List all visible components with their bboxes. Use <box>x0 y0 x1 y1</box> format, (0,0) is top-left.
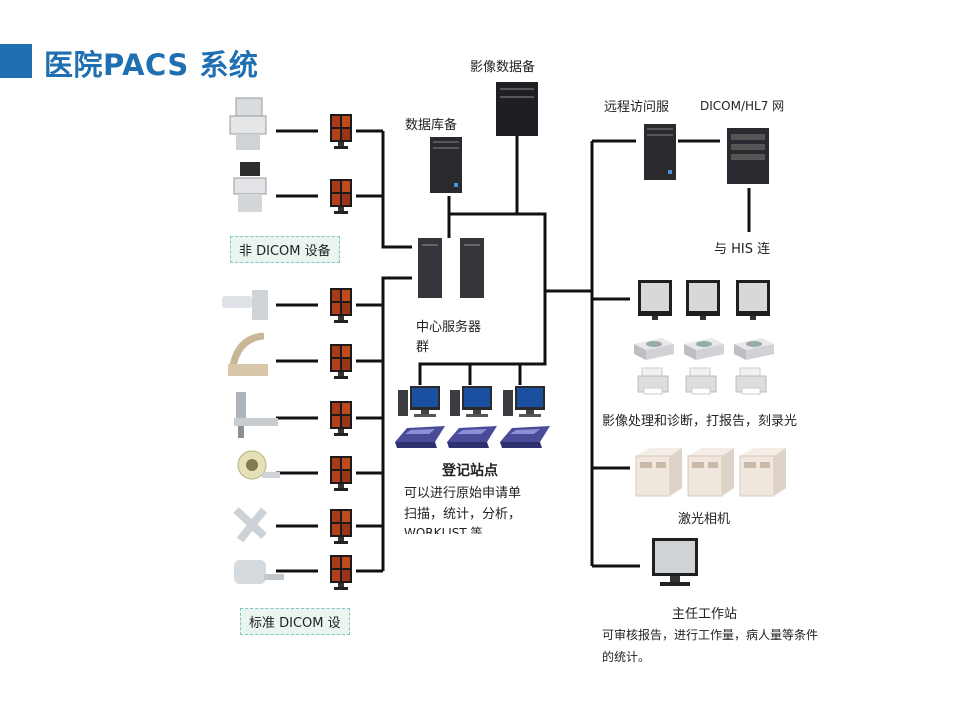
registration-desc-line3: WORKLIST 等。 <box>404 526 495 534</box>
ct-scanner-icon <box>237 450 280 480</box>
central-servers-label-line1: 中心服务器 <box>416 320 482 335</box>
modality-monitor-icon <box>330 114 352 590</box>
laser-camera-label: 激光相机 <box>678 512 731 527</box>
director-desc-line1: 可审核报告，进行工作量，病人量等条件 <box>602 628 819 642</box>
laser-camera-icon <box>635 447 787 497</box>
central-servers-label-line2: 群 <box>416 340 430 355</box>
document-scanner-icon <box>395 426 550 448</box>
dicom-hl7-gateway-icon <box>727 128 769 184</box>
image-storage-label: 影像数据备 <box>470 60 536 75</box>
processing-label: 影像处理和诊断，打报告，刻录光 <box>602 414 798 429</box>
page-title: 医院PACS 系统 <box>44 48 259 82</box>
database-backup-server-icon <box>430 137 462 193</box>
remote-access-server-icon <box>644 124 676 180</box>
registration-title: 登记站点 <box>442 463 498 479</box>
xray-table-device-icon <box>234 392 278 438</box>
director-workstation-label: 主任工作站 <box>672 607 738 622</box>
diagnostic-viewer-icon <box>638 280 770 320</box>
registration-workstation-icon <box>398 386 545 417</box>
non-dicom-devices-tag: 非 DICOM 设备 <box>230 236 340 263</box>
remote-access-label: 远程访问服 <box>604 100 670 115</box>
standard-dicom-devices-tag: 标准 DICOM 设 <box>240 608 350 635</box>
title-accent-bar <box>0 44 32 78</box>
db-backup-label: 数据库备 <box>405 118 458 133</box>
c-arm-device-icon <box>228 332 268 376</box>
dicom-hl7-label: DICOM/HL7 网 <box>700 99 785 113</box>
central-server-cluster-icon <box>418 238 484 298</box>
registration-desc-line2: 扫描，统计，分析， <box>404 507 522 522</box>
image-storage-server-icon <box>496 82 538 136</box>
ultrasound-device-icon <box>229 97 267 150</box>
registration-desc-line1: 可以进行原始申请单 <box>404 486 522 501</box>
printer-icon <box>637 367 767 395</box>
disc-burner-icon <box>634 338 774 360</box>
angiography-device-icon <box>233 507 268 543</box>
dr-device-icon <box>222 290 268 320</box>
connection-lines <box>276 129 751 573</box>
mri-device-icon <box>234 560 284 584</box>
director-desc-line2: 的统计。 <box>602 650 651 664</box>
endoscopy-device-icon <box>233 162 267 212</box>
his-link-label: 与 HIS 连 <box>714 242 771 257</box>
director-workstation-icon <box>652 538 698 586</box>
